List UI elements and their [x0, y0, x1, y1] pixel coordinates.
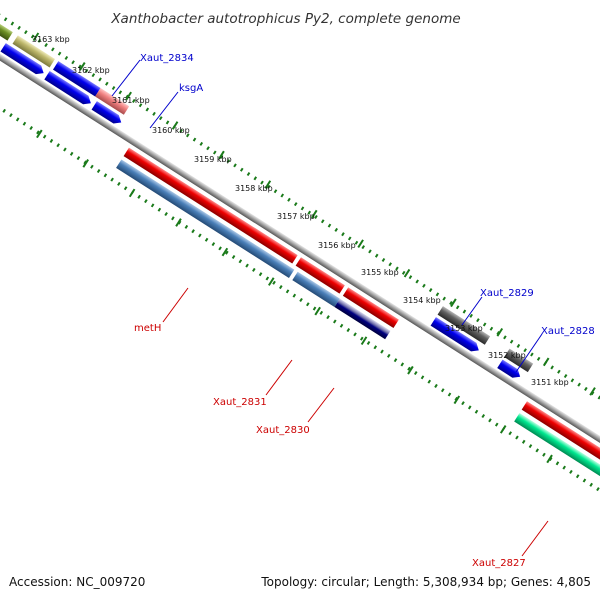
reverse-features-row1: [123, 147, 600, 480]
tick-label: 3161 kbp: [112, 96, 150, 105]
tick-labels: 3163 kbp 3162 kbp 3161 kbp 3160 kbp 3159…: [32, 35, 569, 387]
feature-xaut2827-red: [521, 401, 600, 480]
feature-metH-steelblue: [116, 159, 295, 279]
leader-xaut2834: [111, 59, 141, 97]
tick-label: 3160 kbp: [152, 126, 190, 135]
gene-label-xaut2829: Xaut_2829: [480, 288, 534, 299]
tick-label: 3158 kbp: [235, 184, 273, 193]
tick-label: 3154 kbp: [403, 296, 441, 305]
tick-label: 3157 kbp: [277, 212, 315, 221]
feature-xaut2829: [437, 306, 491, 345]
leader-metH: [162, 287, 189, 323]
reverse-features-row2: [116, 159, 600, 492]
feature-arrow-blue-6: [497, 359, 521, 378]
feature-xaut2828: [504, 348, 534, 373]
inner-major-ticks: [36, 129, 553, 464]
accession-text: Accession: NC_009720: [9, 575, 145, 589]
feature-arrow-blue-2: [0, 43, 44, 75]
tick-label: 3151 kbp: [531, 378, 569, 387]
genome-summary-text: Topology: circular; Length: 5,308,934 bp…: [260, 575, 591, 589]
feature-xaut2827-green: [514, 413, 600, 492]
leader-xaut2827: [521, 520, 549, 557]
tick-label: 3153 kbp: [445, 324, 483, 333]
tick-label: 3152 kbp: [488, 351, 526, 360]
feature-metH-red: [123, 147, 298, 264]
leader-ksgA: [149, 91, 179, 129]
gene-label-metH: metH: [134, 323, 161, 334]
gene-label-xaut2830: Xaut_2830: [256, 425, 310, 436]
inner-tick-ring: [0, 70, 600, 503]
feature-arrow-blue-4: [91, 101, 122, 124]
leader-xaut2831: [265, 359, 293, 396]
outer-minor-ticks: [0, 4, 600, 438]
feature-xaut2834: [52, 61, 101, 97]
feature-khaki: [12, 35, 55, 68]
tick-label: 3159 kbp: [194, 155, 232, 164]
tick-label: 3163 kbp: [32, 35, 70, 44]
genome-backbone: [0, 32, 600, 468]
gene-label-xaut2827: Xaut_2827: [472, 558, 526, 569]
feature-arrow-blue-3: [44, 71, 91, 105]
feature-olive: [0, 11, 13, 41]
forward-features-row1: [0, 11, 534, 373]
leader-xaut2828: [515, 333, 543, 373]
gene-label-xaut2831: Xaut_2831: [213, 397, 267, 408]
outer-major-ticks: [32, 32, 596, 396]
tick-label: 3155 kbp: [361, 268, 399, 277]
tick-label: 3156 kbp: [318, 241, 356, 250]
genome-track: [0, 4, 600, 503]
gene-labels: Xaut_2834 ksgA metH Xaut_2831 Xaut_2830 …: [111, 53, 595, 569]
gene-label-xaut2828: Xaut_2828: [541, 326, 595, 337]
gene-label-ksgA: ksgA: [179, 83, 203, 94]
feature-xaut2831-steelblue: [292, 271, 340, 308]
tick-label: 3162 kbp: [72, 66, 110, 75]
map-title: Xanthobacter autotrophicus Py2, complete…: [110, 11, 460, 27]
inner-minor-ticks: [0, 70, 600, 503]
feature-xaut2831-red: [295, 257, 345, 294]
feature-ksgA: [95, 88, 130, 115]
feature-xaut2830-navy: [334, 298, 391, 340]
feature-xaut2830-red: [342, 287, 399, 329]
leader-xaut2830: [307, 387, 335, 423]
forward-features-row2: [0, 43, 521, 378]
outer-tick-ring: [0, 4, 600, 438]
gene-label-xaut2834: Xaut_2834: [140, 53, 194, 64]
leader-xaut2829: [461, 296, 483, 326]
feature-arrow-blue-5: [430, 317, 479, 352]
